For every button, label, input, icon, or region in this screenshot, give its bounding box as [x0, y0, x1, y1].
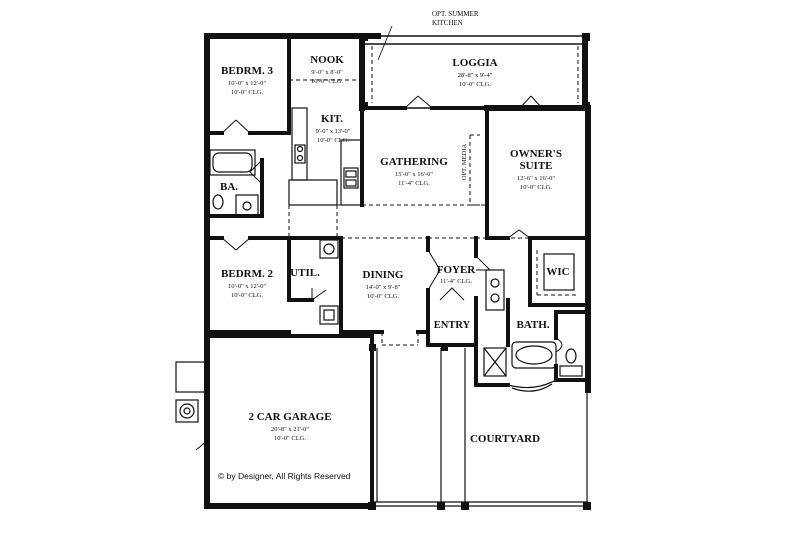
- dining-ceiling: 10'-0" CLG.: [367, 293, 399, 300]
- summer-kitchen-dashed: [371, 46, 579, 103]
- kitchen-ceiling: 10'-0" CLG.: [317, 137, 349, 144]
- courtyard-walls: [371, 345, 588, 507]
- loggia-size: 28'-8" x 9'-4": [458, 72, 493, 79]
- garage-ceiling: 10'-0" CLG.: [274, 435, 306, 442]
- courtyard-columns: [368, 344, 591, 510]
- courtyard-name: COURTYARD: [470, 433, 540, 445]
- ba-name: BA.: [220, 181, 238, 193]
- gathering-ceiling: 11'-4" CLG.: [398, 180, 430, 187]
- garage-size: 20'-8" x 21'-0": [271, 426, 309, 433]
- kitchen-counters: [288, 107, 363, 206]
- opt-summer-kitchen-label-1: OPT. SUMMER: [432, 10, 479, 18]
- leader-line: [377, 25, 393, 61]
- loggia-ceiling: 10'-0" CLG.: [459, 81, 491, 88]
- garage-name: 2 CAR GARAGE: [248, 411, 331, 423]
- bedrm3-size: 10'-0" x 12'-0": [228, 80, 266, 87]
- gathering-size: 15'-0" x 16'-0": [395, 171, 433, 178]
- bedrm3-ceiling: 10'-0" CLG.: [231, 89, 263, 96]
- dashed-divisions: [288, 79, 578, 346]
- dining-size: 14'-0" x 9'-8": [366, 284, 401, 291]
- entry-name: ENTRY: [434, 320, 471, 331]
- door-swings: [195, 95, 563, 451]
- bath-bay: [507, 379, 557, 392]
- opt-media-label: OPT. MEDIA: [461, 144, 468, 181]
- bedrm2-size: 10'-0" x 12'-0": [228, 283, 266, 290]
- gathering-name: GATHERING: [380, 156, 448, 168]
- opt-summer-kitchen-label-2: KITCHEN: [432, 19, 463, 27]
- owners-suite-size: 12'-6" x 16'-0": [517, 175, 555, 182]
- wic-name: WIC: [546, 266, 569, 278]
- exterior-walls: [204, 33, 591, 509]
- bedrm2-ceiling: 10'-0" CLG.: [231, 292, 263, 299]
- bath-name: BATH.: [516, 319, 549, 331]
- labels: OPT. SUMMER KITCHEN BEDRM. 3 10'-0" x 12…: [218, 10, 570, 481]
- util-fixtures: [319, 239, 339, 325]
- foyer-ceiling: 11'-4" CLG.: [440, 278, 472, 285]
- dining-name: DINING: [363, 269, 404, 281]
- kitchen-size: 9'-0" x 13'-0": [316, 128, 351, 135]
- bedrm2-name: BEDRM. 2: [221, 268, 273, 280]
- loggia-name: LOGGIA: [452, 57, 497, 69]
- ba-fixtures: [209, 149, 259, 216]
- owners-suite-ceiling: 10'-0" CLG.: [520, 184, 552, 191]
- bedrm3-name: BEDRM. 3: [221, 65, 273, 77]
- util-name: UTIL.: [290, 267, 320, 279]
- copyright-notice: © by Designer, All Rights Reserved: [218, 471, 351, 481]
- owners-suite-name-2: SUITE: [519, 160, 552, 172]
- foyer-name: FOYER: [437, 264, 477, 276]
- owners-suite-name-1: OWNER'S: [510, 148, 562, 160]
- garage-side: [175, 361, 208, 423]
- nook-size: 9'-0" x 8'-0": [311, 69, 343, 76]
- bath-fixtures: [483, 253, 583, 377]
- nook-name: NOOK: [310, 54, 344, 66]
- nook-ceiling: 10'-0" CLG.: [311, 78, 343, 85]
- kitchen-name: KIT.: [321, 113, 343, 125]
